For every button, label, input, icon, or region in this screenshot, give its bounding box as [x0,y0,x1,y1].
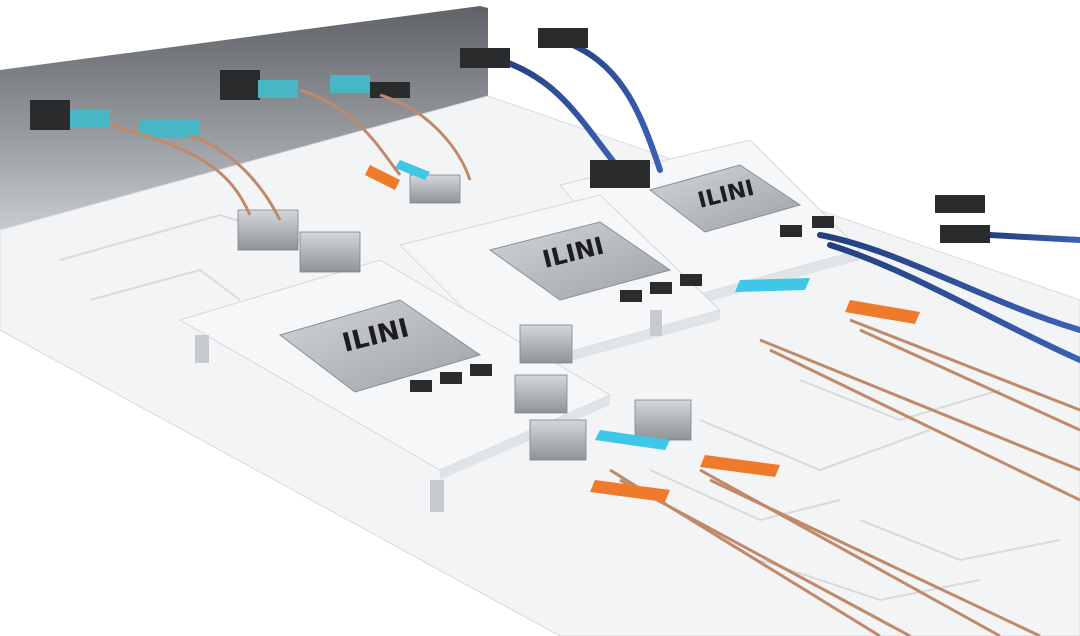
fiber-bundle-back [109,88,472,221]
heatsink-group [237,174,692,461]
back-panel [0,6,488,230]
chip-back: ILINI [648,164,802,233]
chip-front: ILINI [278,299,482,393]
board-connectors [410,216,834,392]
blue-cables [497,37,1080,363]
mpo-connectors [30,70,410,138]
power-connectors [460,28,990,243]
chip-middle: ILINI [488,221,672,301]
pcb-traces [59,213,1061,602]
pull-tabs [365,160,920,502]
